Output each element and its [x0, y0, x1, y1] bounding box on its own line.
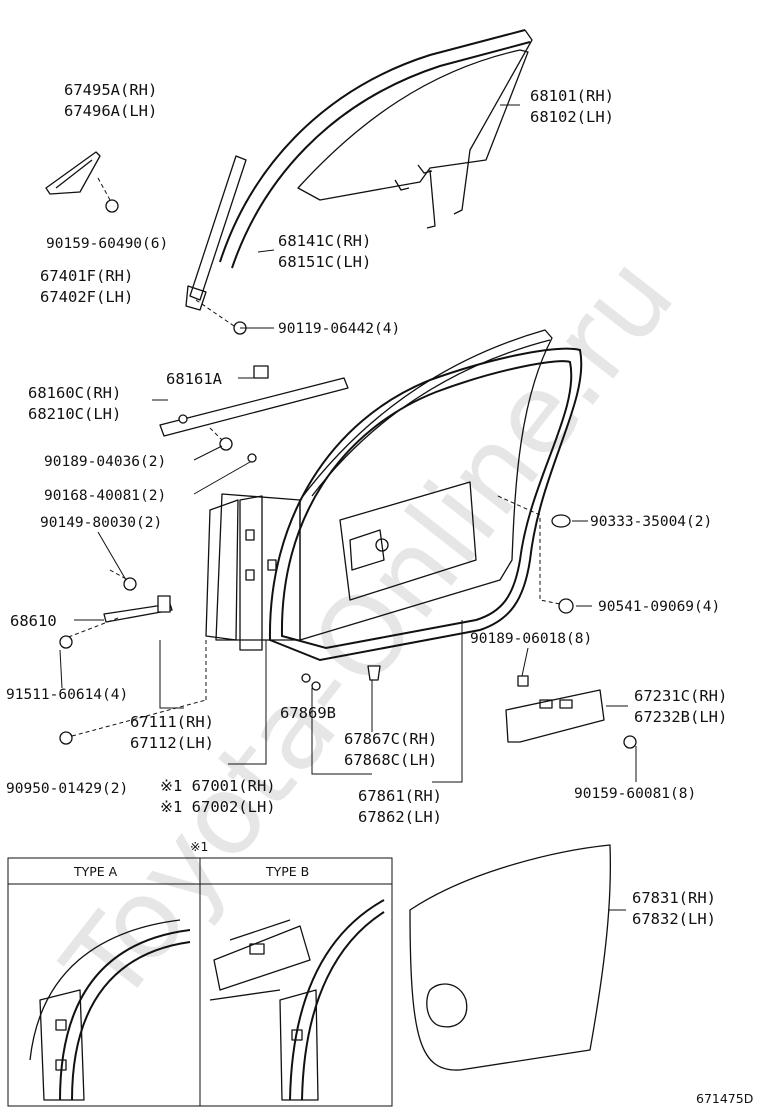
callout-67496a: 67496A(LH) [64, 102, 157, 120]
callout-91511-60614: 91511-60614(4) [6, 687, 128, 703]
callout-67112: 67112(LH) [130, 734, 214, 752]
callout-67861: 67861(RH) [358, 787, 442, 805]
type-b-label: TYPE B [265, 864, 309, 879]
clip-icon-5 [367, 665, 381, 681]
callout-67869b: 67869B [280, 704, 336, 722]
callout-90119-06442: 90119-06442(4) [278, 321, 400, 337]
callout-68101: 68101(RH) [530, 87, 614, 105]
callout-67401f: 67401F(RH) [40, 267, 133, 285]
callout-67402f: 67402F(LH) [40, 288, 133, 306]
callout-68102: 68102(LH) [530, 108, 614, 126]
belt-molding [159, 365, 349, 441]
door-check [65, 569, 173, 639]
clip-icon-4 [311, 681, 321, 691]
door-glass [297, 49, 529, 229]
callout-90159-60081: 90159-60081(8) [574, 786, 696, 802]
callout-68161a: 68161A [166, 370, 223, 388]
callout-67111: 67111(RH) [130, 713, 214, 731]
callout-67832: 67832(LH) [632, 910, 716, 928]
plug-icon [59, 731, 73, 745]
door-frame-molding [185, 155, 247, 311]
leader-grommet [497, 495, 561, 605]
leader-plug [71, 699, 207, 737]
callout-90189-06018: 90189-06018(8) [470, 631, 592, 647]
screw-icon-2 [247, 453, 257, 463]
callout-90541-09069: 90541-09069(4) [598, 599, 720, 615]
callout-67867c: 67867C(RH) [344, 730, 437, 748]
callout-67001: ※1 67001(RH) [160, 777, 276, 795]
callout-68141c: 68141C(RH) [278, 232, 371, 250]
callout-67495a: 67495A(RH) [64, 81, 157, 99]
clip-icon [97, 177, 119, 213]
callout-68160c: 68160C(RH) [28, 384, 121, 402]
callout-68151c: 68151C(LH) [278, 253, 371, 271]
watermark-text: Toyota-Online.ru [39, 233, 698, 1027]
callout-90950-01429: 90950-01429(2) [6, 781, 128, 797]
bolt-icon [59, 635, 73, 649]
clip-icon-2 [219, 437, 233, 451]
callout-67002: ※1 67002(LH) [160, 798, 276, 816]
callout-67862: 67862(LH) [358, 808, 442, 826]
diagram-code: 671475D [696, 1091, 753, 1106]
type-a-label: TYPE A [73, 864, 118, 879]
callout-90149-80030: 90149-80030(2) [40, 515, 162, 531]
frame-sub-assembly-bracket [505, 675, 605, 743]
callout-68610: 68610 [10, 612, 57, 630]
callout-90168-40081: 90168-40081(2) [44, 488, 166, 504]
bolt-icon-2 [623, 735, 637, 749]
door-trim-board [409, 844, 612, 1071]
note-marker: ※1 [190, 839, 208, 854]
callout-68210c: 68210C(LH) [28, 405, 121, 423]
leader-lines [59, 104, 637, 911]
type-note-box [7, 857, 393, 1107]
screw-icon [195, 299, 247, 335]
callout-67868c: 67868C(LH) [344, 751, 437, 769]
callout-90159-60490: 90159-60490(6) [46, 236, 168, 252]
clip-icon-3 [301, 673, 311, 683]
callout-90333-35004: 90333-35004(2) [590, 514, 712, 530]
callout-67231c: 67231C(RH) [634, 687, 727, 705]
callout-67232b: 67232B(LH) [634, 708, 727, 726]
door-weatherstrip [268, 347, 583, 662]
glass-run-channel [219, 29, 533, 269]
callout-90189-04036: 90189-04036(2) [44, 454, 166, 470]
hole-plug-icon [551, 514, 571, 528]
callout-67831: 67831(RH) [632, 889, 716, 907]
outer-corner-cover [45, 151, 101, 195]
screw-grommet-icon [558, 598, 574, 614]
